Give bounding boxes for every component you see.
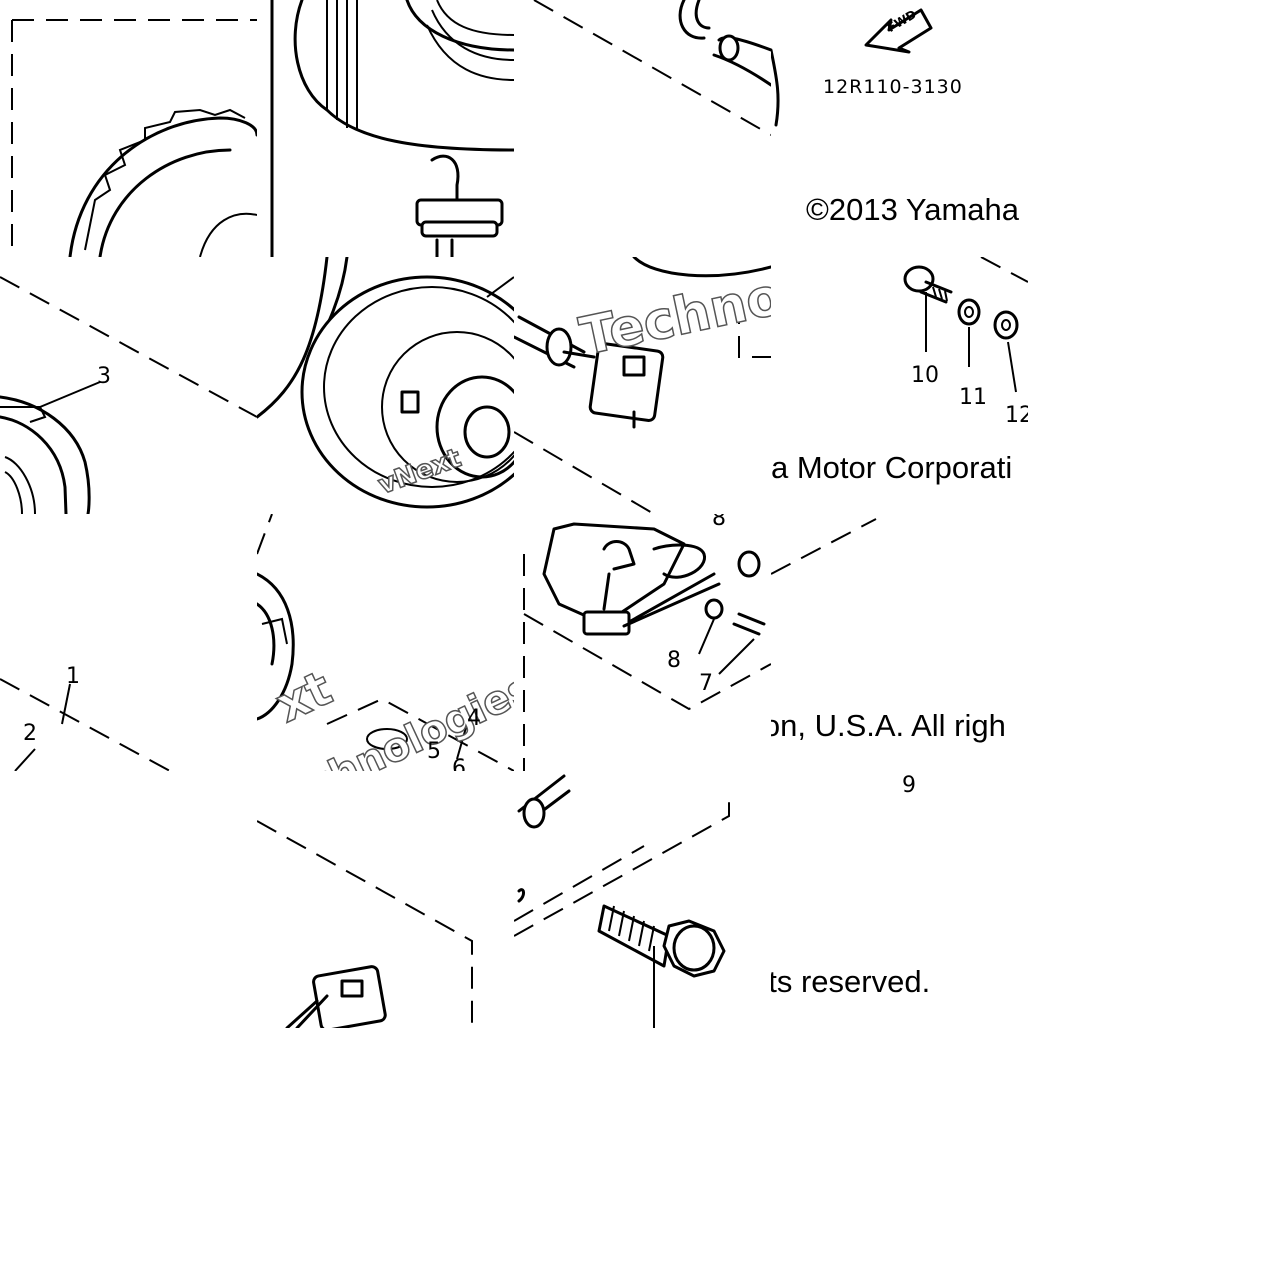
tile-r1-c2: Techno: [514, 257, 771, 514]
copyright-text-3: ion, U.S.A. All righ: [771, 708, 1006, 743]
part-code-label: 12R110-3130: [823, 76, 963, 98]
tile-r0-c0: [0, 0, 257, 257]
tile-r3-c3: 9 nts reserved.: [771, 771, 1028, 1028]
callout-3: 3: [97, 364, 111, 389]
base-outline-drawing: [0, 678, 171, 771]
stator-coil-drawing: [0, 276, 257, 514]
tile-r0-c2: [514, 0, 771, 257]
tile-r2-c1: xt Technologies 4 5 6: [257, 514, 514, 771]
callout-8-top: 8: [712, 514, 726, 531]
lead-connector-drawing: [257, 820, 473, 1028]
callout-6: 6: [452, 756, 466, 771]
tile-r0-c1: [257, 0, 514, 257]
callout-1: 1: [66, 664, 80, 689]
tile-r1-c3: 10 11 12 a Motor Corporati: [771, 257, 1028, 514]
wire-lead-drawing: [533, 0, 771, 136]
screw-washer-drawing: [903, 257, 1028, 393]
pulser-coil-drawing: [257, 514, 514, 771]
tile-r1-c1: vNext: [257, 257, 514, 514]
copyright-text-1: ©2013 Yamaha: [806, 192, 1020, 227]
callout-12: 12: [1005, 403, 1028, 428]
callout-10: 10: [911, 363, 939, 388]
margin-dashes-drawing: [771, 518, 877, 575]
tile-r2-c0: 1 2: [0, 514, 257, 771]
callout-8: 8: [667, 648, 681, 673]
tile-r2-c2: 8 7 8: [514, 514, 771, 771]
fwd-arrow-drawing: [771, 8, 933, 127]
tile-r3-c2: 9: [514, 771, 771, 1028]
callout-4: 4: [467, 706, 481, 731]
flange-bolt-drawing: [514, 774, 730, 1028]
fwd-arrow-icon: [864, 8, 933, 54]
tile-r3-c1: [257, 771, 514, 1028]
callout-2: 2: [23, 721, 37, 746]
callout-5: 5: [427, 739, 441, 764]
tile-r2-c3: ion, U.S.A. All righ: [771, 514, 1028, 771]
tile-r0-c3: 12R110-3130 FWD ©2013 Yamaha: [771, 0, 1028, 257]
flywheel-magneto-drawing: [257, 257, 514, 509]
callout-9-label: 9: [902, 773, 916, 798]
rotor-ring-drawing: [11, 19, 257, 257]
coupler-connector-drawing: [514, 257, 771, 514]
callout-7: 7: [699, 671, 713, 696]
copyright-text-4: nts reserved.: [771, 964, 931, 999]
pickup-plate-drawing: [523, 522, 771, 771]
flywheel-top-drawing: [270, 0, 514, 257]
tile-r1-c0: 3: [0, 257, 257, 514]
callout-11: 11: [959, 385, 987, 410]
copyright-text-2: a Motor Corporati: [771, 450, 1013, 485]
